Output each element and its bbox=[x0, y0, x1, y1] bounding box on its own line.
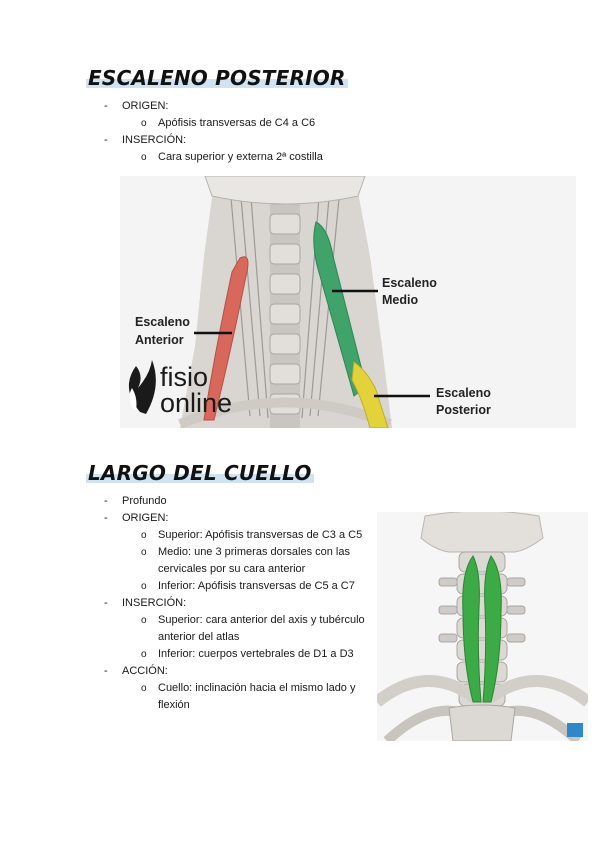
escaleno-posterior-list: ORIGEN: Apófisis transversas de C4 a C6 … bbox=[0, 98, 323, 166]
list-item: INSERCIÓN: bbox=[0, 595, 368, 612]
list-subitem: Cuello: inclinación hacia el mismo lado … bbox=[0, 680, 368, 714]
svg-text:online: online bbox=[160, 388, 232, 418]
label-escaleno-medio-1: Escaleno bbox=[382, 276, 437, 290]
list-subitem: Superior: cara anterior del axis y tubér… bbox=[0, 612, 368, 646]
label-escaleno-anterior-2: Anterior bbox=[135, 333, 184, 347]
fisio-online-logo: fisio online bbox=[128, 360, 232, 418]
largo-del-cuello-anatomy-figure bbox=[377, 512, 588, 741]
escalenos-anatomy-figure: Escaleno Medio Escaleno Anterior Escalen… bbox=[120, 176, 576, 428]
list-item: ACCIÓN: bbox=[0, 663, 368, 680]
largo-del-cuello-list: Profundo ORIGEN: Superior: Apófisis tran… bbox=[0, 493, 368, 714]
label-escaleno-anterior-1: Escaleno bbox=[135, 315, 190, 329]
list-subitem: Apófisis transversas de C4 a C6 bbox=[0, 115, 323, 132]
list-subitem: Cara superior y externa 2ª costilla bbox=[0, 149, 323, 166]
section-title-largo-del-cuello: LARGO DEL CUELLO bbox=[86, 461, 314, 485]
list-item: Profundo bbox=[0, 493, 368, 510]
svg-text:fisio: fisio bbox=[160, 362, 208, 392]
label-escaleno-posterior-1: Escaleno bbox=[436, 386, 491, 400]
escaleno-anterior-muscle bbox=[203, 256, 249, 421]
kenhub-badge-icon bbox=[567, 723, 583, 737]
largo-del-cuello-muscle-left bbox=[462, 555, 482, 703]
list-subitem: Medio: une 3 primeras dorsales con las c… bbox=[0, 544, 368, 578]
label-escaleno-posterior-2: Posterior bbox=[436, 403, 491, 417]
list-subitem: Inferior: Apófisis transversas de C5 a C… bbox=[0, 578, 368, 595]
list-item: ORIGEN: bbox=[0, 510, 368, 527]
escaleno-posterior-muscle bbox=[351, 361, 389, 428]
list-item: INSERCIÓN: bbox=[0, 132, 323, 149]
label-escaleno-medio-2: Medio bbox=[382, 293, 418, 307]
list-item: ORIGEN: bbox=[0, 98, 323, 115]
list-subitem: Superior: Apófisis transversas de C3 a C… bbox=[0, 527, 368, 544]
section-title-escaleno-posterior: ESCALENO POSTERIOR bbox=[86, 66, 348, 90]
largo-del-cuello-muscle-right bbox=[482, 555, 502, 703]
list-subitem: Inferior: cuerpos vertebrales de D1 a D3 bbox=[0, 646, 368, 663]
